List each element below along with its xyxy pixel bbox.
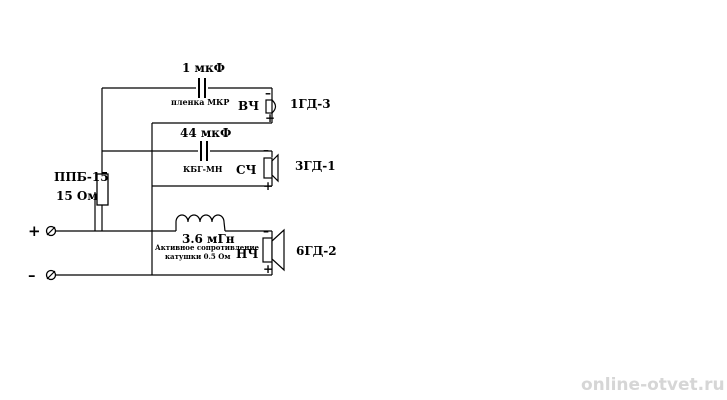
midrange-speaker-icon [263, 153, 279, 183]
midrange-band-label: СЧ [236, 163, 257, 177]
woofer-model: 6ГД-2 [296, 244, 337, 258]
woofer-polarity-minus: – [263, 224, 269, 238]
tweeter-polarity-minus: – [265, 86, 271, 100]
resistor-symbol [96, 173, 109, 206]
wires [56, 87, 273, 276]
terminal-plus [45, 225, 57, 237]
woofer-polarity-plus: + [263, 262, 273, 276]
woofer-speaker-icon [262, 228, 285, 272]
terminal-plus-label: + [28, 222, 41, 240]
capacitor-midrange-type: КБГ-МН [183, 164, 223, 174]
inductor-note-line1: Активное сопротивление [155, 243, 260, 252]
capacitor-tweeter-value: 1 мкФ [182, 61, 225, 75]
inductor-value: 3.6 мГн [182, 232, 235, 246]
watermark: online-otvet.ru [581, 375, 725, 395]
capacitor-midrange-value: 44 мкФ [180, 126, 231, 140]
tweeter-polarity-plus: + [265, 111, 275, 125]
capacitor-midrange [200, 141, 208, 161]
capacitor-tweeter-type: пленка МКР [171, 97, 229, 107]
resistor-type: ППБ-15 [54, 170, 109, 184]
tweeter-band-label: ВЧ [238, 99, 259, 113]
inductor-symbol [175, 214, 226, 232]
terminal-minus-label: – [28, 266, 36, 284]
tweeter-model: 1ГД-3 [290, 97, 331, 111]
capacitor-tweeter [198, 78, 206, 98]
inductor-note-line2: катушки 0.5 Ом [165, 252, 230, 261]
terminal-minus [45, 269, 57, 281]
resistor-value: 15 Ом [56, 189, 98, 203]
midrange-polarity-plus: + [263, 179, 273, 193]
midrange-polarity-minus: – [263, 143, 269, 157]
midrange-model: 3ГД-1 [295, 159, 336, 173]
tweeter-speaker-icon [265, 99, 277, 114]
woofer-band-label: НЧ [236, 247, 258, 261]
